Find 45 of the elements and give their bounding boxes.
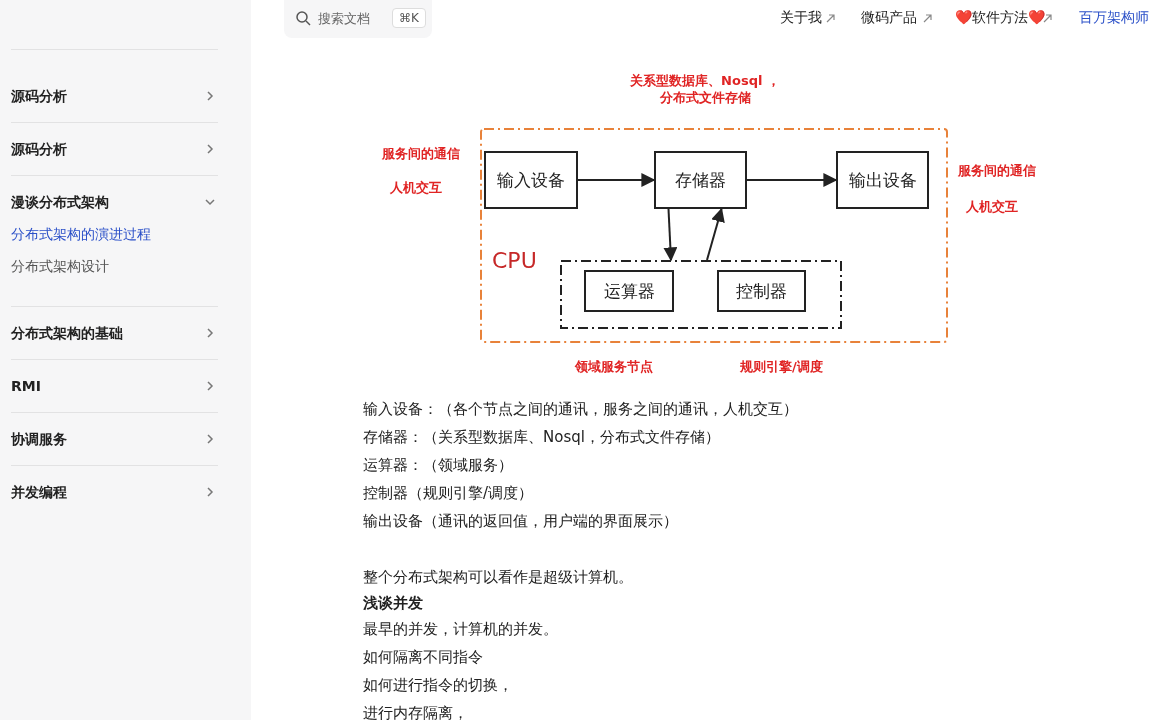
annotation-text: 服务间的通信 (382, 145, 460, 163)
paragraph: 存储器：（关系型数据库、Nosql，分布式文件存储） (363, 428, 720, 447)
cpu-boundary (480, 128, 948, 343)
nav-link: 分布式架构的基础 (11, 325, 123, 343)
annotation-text: 人机交互 (390, 179, 442, 197)
paragraph: 整个分布式架构可以看作是超级计算机。 (363, 568, 633, 587)
paragraph: 最早的并发，计算机的并发。 (363, 620, 558, 639)
arrow (746, 173, 838, 187)
nav-link: 漫谈分布式架构 (11, 194, 109, 212)
paragraph: 输入设备：（各个节点之间的通讯，服务之间的通讯，人机交互） (363, 400, 798, 419)
arrow (663, 208, 678, 262)
nav-link: RMI (11, 378, 41, 394)
nav-link: 分布式架构设计 (11, 258, 109, 276)
arrow (577, 173, 656, 187)
nav-link: 百万架构师 (1079, 9, 1149, 27)
core-group-box (560, 260, 842, 329)
component-box: 输入设备 (484, 151, 578, 209)
paragraph: 如何隔离不同指令 (363, 648, 483, 667)
annotation-text: 领域服务节点 (575, 358, 653, 376)
shortcut-key: ⌘K (392, 8, 426, 28)
annotation-text: 服务间的通信 (958, 162, 1036, 180)
nav-link: 协调服务 (11, 431, 67, 449)
nav-link: 关于我 (780, 9, 822, 27)
nav-link: 源码分析 (11, 141, 67, 159)
component-box: 存储器 (654, 151, 747, 209)
search-placeholder: 搜索文档 (318, 10, 370, 28)
component-box: 运算器 (584, 270, 674, 312)
annotation-text: 关系型数据库、Nosql ，分布式文件存储 (630, 72, 780, 106)
paragraph: 如何进行指令的切换， (363, 676, 513, 695)
paragraph: 运算器：（领域服务） (363, 456, 513, 475)
annotation-text: 人机交互 (966, 198, 1018, 216)
nav-link: 并发编程 (11, 484, 67, 502)
component-box: 输出设备 (836, 151, 929, 209)
paragraph: 控制器（规则引擎/调度） (363, 484, 534, 503)
paragraph: 输出设备（通讯的返回值，用户端的界面展示） (363, 512, 678, 531)
paragraph: 进行内存隔离， (363, 704, 468, 720)
section-heading: 浅谈并发 (363, 594, 423, 613)
nav-link: ❤软件方法❤ (955, 9, 1045, 27)
component-box: 控制器 (717, 270, 806, 312)
group-title: CPU (492, 248, 537, 273)
nav-link: 源码分析 (11, 88, 67, 106)
annotation-text: 规则引擎/调度 (740, 358, 823, 376)
arrow (706, 207, 725, 261)
nav-link: 分布式架构的演进过程 (11, 226, 151, 244)
nav-link: 微码产品 (861, 9, 917, 27)
